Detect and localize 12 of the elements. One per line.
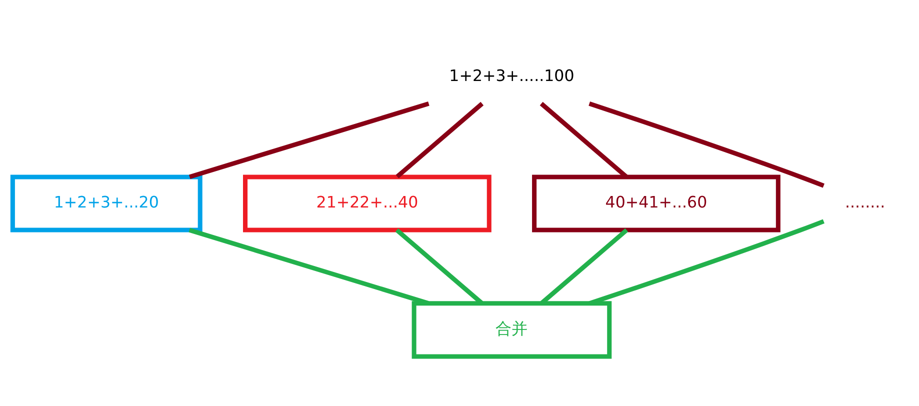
connector: [395, 228, 484, 304]
connector: [540, 101, 628, 178]
connector: [588, 100, 824, 188]
connector: [396, 101, 484, 178]
connector: [540, 228, 628, 304]
node-box: 1+2+3+...20: [10, 174, 202, 232]
node-box: 40+41+...60: [532, 174, 780, 232]
node-text: 1+2+3+.....100: [449, 66, 574, 85]
node-box: 合并: [412, 300, 612, 358]
node-text: ........: [845, 192, 886, 212]
node-box: 21+22+...40: [243, 174, 492, 232]
connector: [188, 100, 430, 179]
